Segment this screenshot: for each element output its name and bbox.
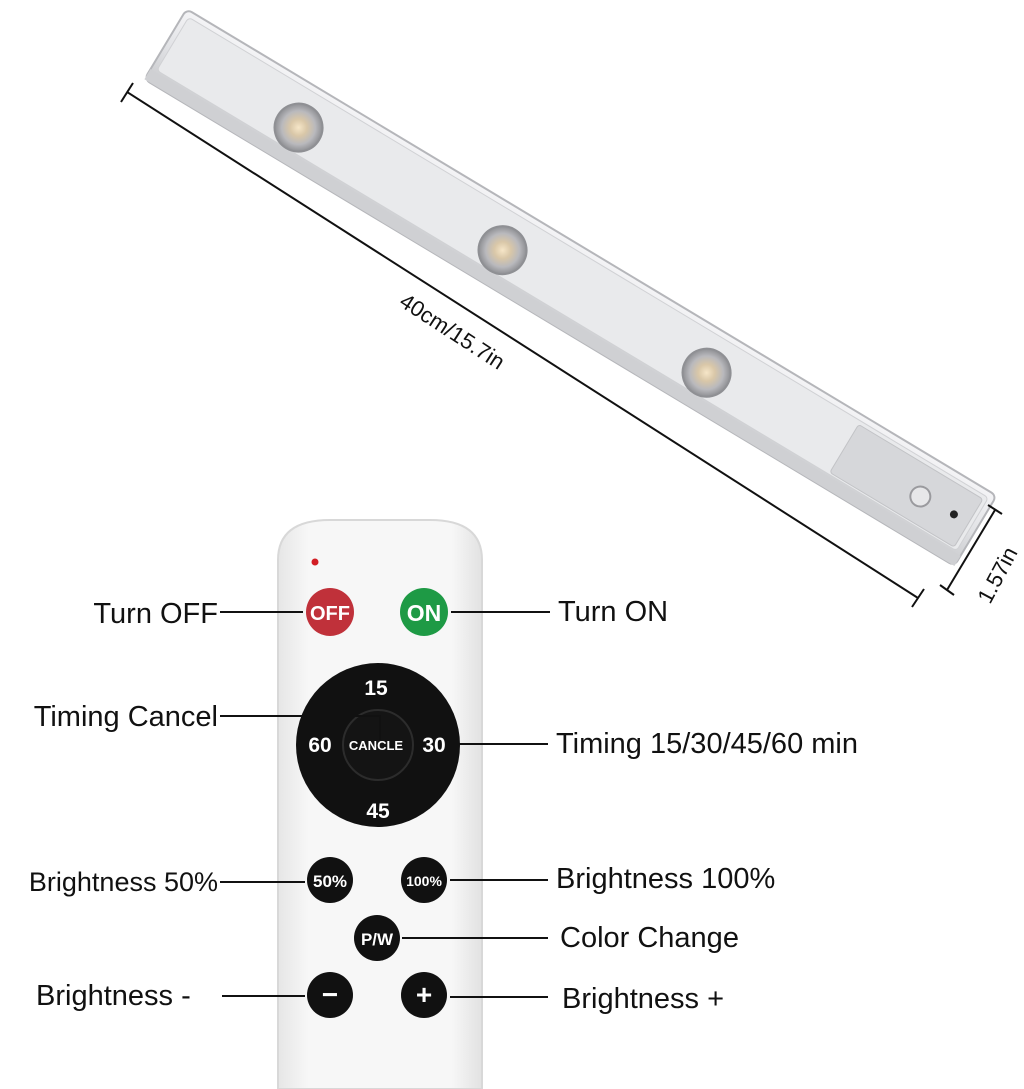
callout-brightness-plus: Brightness + xyxy=(562,983,724,1015)
led-1 xyxy=(273,102,324,153)
timer-60-button[interactable]: 60 xyxy=(308,734,331,757)
callout-brightness-100: Brightness 100% xyxy=(556,863,775,895)
remote-control: OFF ON 15 30 45 60 CANCLE 50% 100% P/W xyxy=(277,519,483,1089)
motion-sensor-icon xyxy=(909,485,932,508)
color-change-button[interactable]: P/W xyxy=(354,915,400,961)
callout-turn-on: Turn ON xyxy=(558,596,668,628)
plus-icon: + xyxy=(416,979,432,1010)
brightness-100-label: 100% xyxy=(406,873,442,889)
indicator-led xyxy=(311,558,319,566)
timer-15-button[interactable]: 15 xyxy=(364,677,388,700)
minus-icon: − xyxy=(322,979,338,1010)
off-button[interactable]: OFF xyxy=(306,588,354,636)
callout-color-change: Color Change xyxy=(560,922,739,954)
timer-30-button[interactable]: 30 xyxy=(422,734,445,757)
callout-brightness-50: Brightness 50% xyxy=(29,867,218,897)
on-button[interactable]: ON xyxy=(400,588,448,636)
callout-timing-cancel: Timing Cancel xyxy=(34,701,218,733)
width-label: 1.57in xyxy=(972,543,1022,608)
callout-brightness-minus: Brightness - xyxy=(36,980,191,1012)
brightness-50-label: 50% xyxy=(313,872,347,891)
led-3 xyxy=(681,347,732,398)
brightness-minus-button[interactable]: − xyxy=(307,972,353,1018)
off-button-label: OFF xyxy=(310,603,350,625)
brightness-plus-button[interactable]: + xyxy=(401,972,447,1018)
timer-dial: 15 30 45 60 CANCLE xyxy=(296,663,460,827)
callout-turn-off: Turn OFF xyxy=(93,598,218,630)
led-2 xyxy=(477,225,528,276)
brightness-50-button[interactable]: 50% xyxy=(307,857,353,903)
callout-lines xyxy=(220,611,550,998)
sensor-panel xyxy=(830,425,983,547)
light-bar xyxy=(144,10,996,566)
on-button-label: ON xyxy=(407,600,442,626)
length-dimension xyxy=(120,82,925,608)
brightness-100-button[interactable]: 100% xyxy=(401,857,447,903)
color-change-label: P/W xyxy=(361,930,394,949)
timer-45-button[interactable]: 45 xyxy=(366,800,390,823)
width-dimension xyxy=(939,504,1003,596)
cancel-button[interactable]: CANCLE xyxy=(349,738,403,753)
callout-timing: Timing 15/30/45/60 min xyxy=(556,728,858,760)
light-sensor-icon xyxy=(949,510,958,519)
